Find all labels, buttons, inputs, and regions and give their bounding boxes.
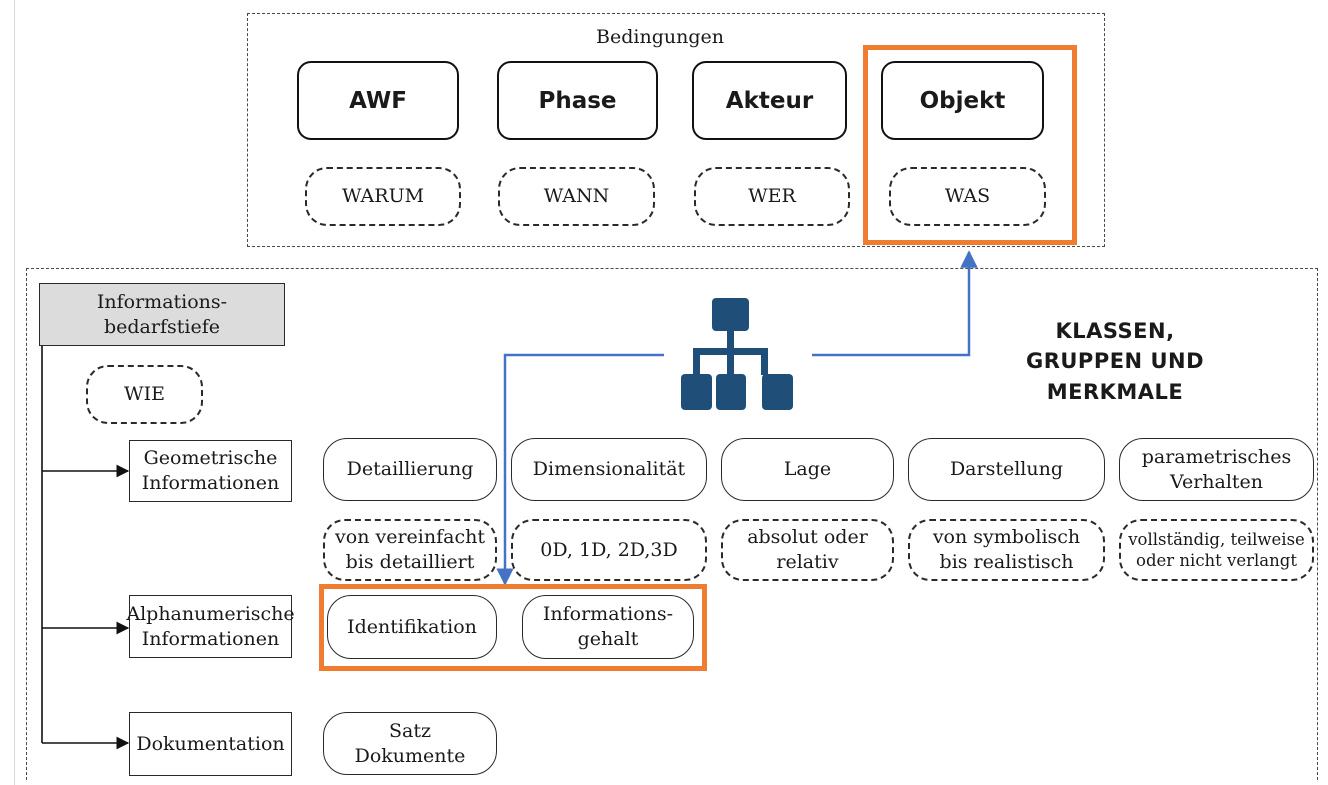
alphanumeric-info-box: Alphanumerische Informationen [126, 595, 295, 658]
question-was: WAS [889, 167, 1046, 226]
arrow-to-was [812, 250, 978, 357]
doc-item-satz-dokumente: Satz Dokumente [323, 712, 497, 775]
documentation-box: Dokumentation [129, 712, 292, 776]
classes-label: KLASSEN, GRUPPEN UND MERKMALE [1025, 319, 1205, 404]
condition-akteur: Akteur [692, 61, 847, 140]
info-depth-header: Informations- bedarfstiefe [39, 283, 285, 346]
geo-prop-detaillierung: Detaillierung [323, 438, 497, 501]
geo-value-dimensionalitaet: 0D, 1D, 2D,3D [511, 519, 707, 581]
alpha-item-identifikation: Identifikation [327, 595, 497, 659]
geo-prop-parametrisch: parametrisches Verhalten [1119, 438, 1314, 501]
geo-value-darstellung: von symbolisch bis realistisch [908, 519, 1105, 581]
hierarchy-icon [681, 298, 793, 410]
geometric-info-box: Geometrische Informationen [129, 440, 292, 502]
question-warum: WARUM [305, 167, 461, 226]
condition-phase: Phase [497, 61, 658, 140]
alphanumeric-highlight [319, 584, 707, 671]
question-wann: WANN [498, 167, 655, 226]
geo-value-detaillierung: von vereinfacht bis detailliert [323, 519, 497, 581]
geo-value-lage: absolut oder relativ [721, 519, 894, 581]
conditions-title: Bedingungen [596, 26, 724, 48]
objekt-highlight [863, 45, 1077, 245]
geo-value-parametrisch: vollständig, teilweise oder nicht verlan… [1119, 519, 1314, 581]
condition-awf: AWF [297, 61, 459, 140]
alpha-item-informationsgehalt: Informations- gehalt [522, 595, 694, 659]
geo-prop-darstellung: Darstellung [908, 438, 1105, 501]
question-wer: WER [694, 167, 850, 226]
left-rule [14, 0, 15, 785]
info-depth-frame [26, 268, 1318, 780]
geo-prop-dimensionalitaet: Dimensionalität [511, 438, 707, 501]
geo-prop-lage: Lage [721, 438, 894, 501]
conditions-frame [247, 13, 1105, 247]
condition-objekt: Objekt [881, 61, 1044, 140]
arrow-to-alphanumeric [496, 353, 664, 586]
question-wie: WIE [86, 365, 203, 424]
